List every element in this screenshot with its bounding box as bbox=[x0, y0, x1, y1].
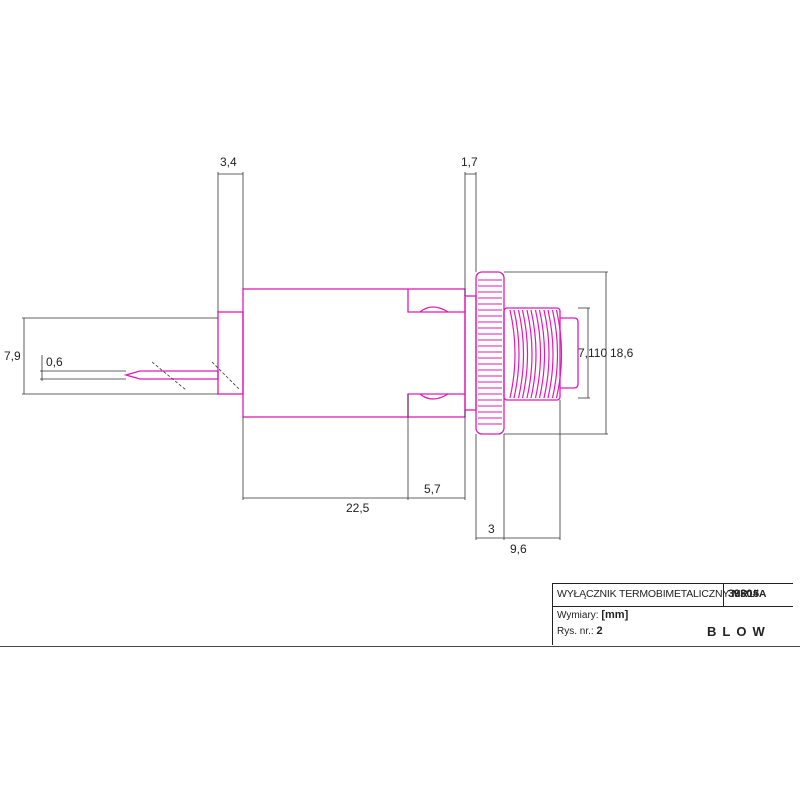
sheet-bottom-line bbox=[0, 646, 800, 647]
dim-22-5: 22,5 bbox=[346, 501, 370, 515]
thread-tip bbox=[560, 317, 579, 389]
dim-18-6: 18,6 bbox=[610, 346, 634, 360]
part-outline bbox=[123, 271, 579, 435]
units-value: [mm] bbox=[601, 609, 629, 621]
main-body bbox=[242, 288, 466, 418]
dim-1-7: 1,7 bbox=[461, 155, 478, 169]
product-code-cell: 3930# bbox=[723, 584, 794, 606]
drawing-number-label: Rys. nr.: bbox=[557, 626, 597, 637]
drawing-number-line: Rys. nr.: 2 bbox=[557, 625, 603, 637]
notch-slot-top bbox=[419, 306, 449, 313]
dim-0-6: 0,6 bbox=[46, 355, 63, 369]
dim-7-9: 7,9 bbox=[4, 349, 21, 363]
thread-coil bbox=[509, 309, 520, 399]
product-model: MR15A bbox=[731, 588, 767, 600]
thread-coils bbox=[509, 309, 563, 399]
thread-coil bbox=[526, 309, 537, 399]
body-notch-top bbox=[407, 289, 465, 313]
product-title: WYŁĄCZNIK TERMOBIMETALICZNY MR15A bbox=[557, 588, 766, 600]
title-block: WYŁĄCZNIK TERMOBIMETALICZNY MR15A 3930# … bbox=[552, 583, 793, 645]
units-line: Wymiary: [mm] bbox=[557, 609, 628, 621]
title-row: WYŁĄCZNIK TERMOBIMETALICZNY MR15A 3930# bbox=[553, 583, 793, 607]
thread-core bbox=[503, 307, 561, 401]
units-label: Wymiary: bbox=[557, 610, 602, 621]
product-name: WYŁĄCZNIK TERMOBIMETALICZNY bbox=[557, 588, 732, 600]
thread-coil bbox=[534, 309, 546, 399]
thread-coil bbox=[543, 309, 554, 399]
notch-slot-bottom bbox=[419, 393, 449, 400]
drawing-number-value: 2 bbox=[596, 625, 603, 637]
terminal-pin bbox=[123, 370, 219, 380]
dimension-lines bbox=[22, 172, 608, 540]
knurled-nut bbox=[475, 271, 505, 435]
dim-3-4: 3,4 bbox=[220, 155, 237, 169]
end-cap bbox=[217, 311, 244, 395]
dim-5-7: 5,7 bbox=[424, 482, 441, 496]
break-markers bbox=[151, 361, 241, 391]
thread-coil bbox=[551, 309, 563, 399]
product-code: 3930# bbox=[728, 588, 759, 600]
dim-3: 3 bbox=[488, 522, 495, 536]
thread-coil bbox=[517, 309, 529, 399]
dim-7-110: 7,110 bbox=[578, 346, 607, 360]
brand-logo: BLOW bbox=[707, 624, 771, 639]
knurl-lines bbox=[478, 279, 502, 425]
body-notch-bottom bbox=[407, 393, 465, 417]
flange bbox=[464, 295, 477, 411]
dim-9-6: 9,6 bbox=[510, 542, 527, 556]
